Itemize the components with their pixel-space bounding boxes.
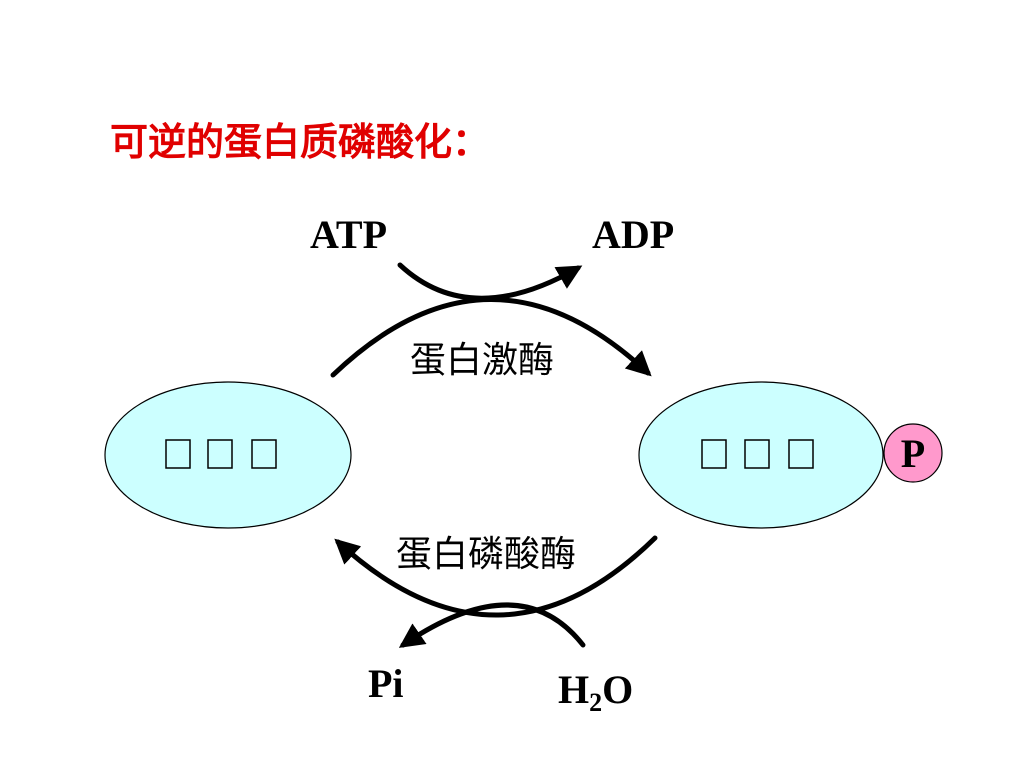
atp-to-adp-arrow bbox=[397, 262, 583, 301]
adp-label: ADP bbox=[592, 212, 674, 257]
protein-right-glyphs-icon bbox=[701, 439, 814, 469]
water-to-pi-arrow bbox=[398, 602, 586, 648]
kinase-reaction-arrow bbox=[330, 297, 652, 378]
phosphatase-reaction-arrow bbox=[334, 535, 658, 618]
phosphatase-label: 蛋白磷酸酶 bbox=[396, 534, 576, 575]
phosphate-tag bbox=[883, 423, 943, 483]
water-subscript: 2 bbox=[589, 688, 602, 717]
water-o: O bbox=[602, 667, 633, 712]
protein-phosphorylated bbox=[638, 381, 884, 529]
protein-left-glyphs-icon bbox=[165, 439, 277, 469]
protein-unphosphorylated bbox=[104, 381, 352, 529]
kinase-label: 蛋白激酶 bbox=[410, 340, 554, 381]
water-h: H bbox=[558, 667, 589, 712]
pi-label: Pi bbox=[368, 661, 404, 706]
phosphate-tag-label: P bbox=[901, 431, 925, 476]
atp-label: ATP bbox=[310, 212, 387, 257]
slide-title: 可逆的蛋白质磷酸化： bbox=[110, 120, 490, 164]
water-label: H2O bbox=[558, 667, 633, 717]
